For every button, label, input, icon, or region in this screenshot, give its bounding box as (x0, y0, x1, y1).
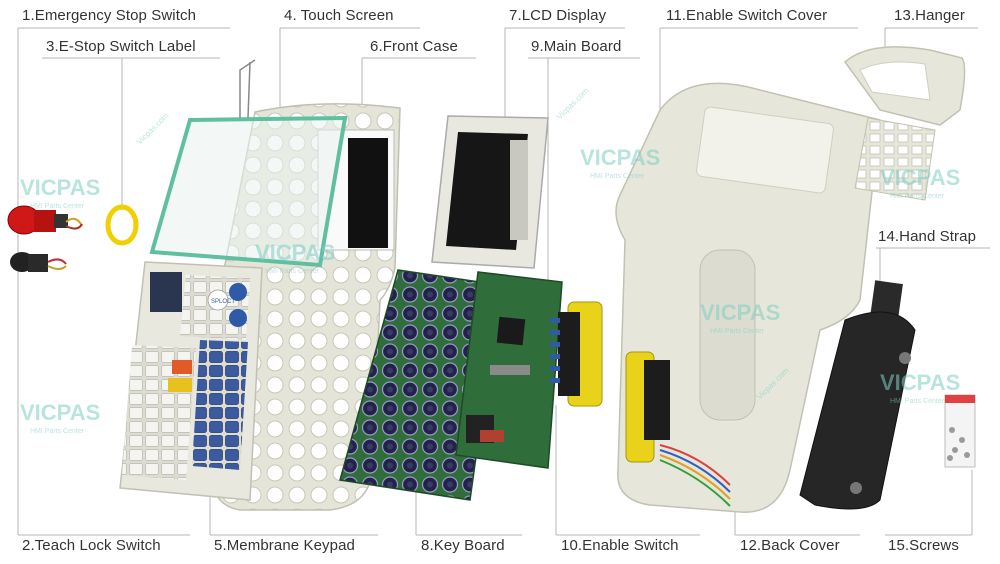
watermark-brand-4: VICPAS (700, 300, 780, 325)
label-hanger: 13.Hanger (894, 7, 965, 24)
hanger-part (843, 46, 966, 201)
hand-strap-part (799, 280, 916, 510)
watermark-sub-4: HMI Parts Center (710, 328, 765, 335)
watermark-brand-1: VICPAS (20, 175, 100, 200)
membrane-keypad-part: SPLOCT (119, 261, 263, 501)
watermark-site-1: Vicpas.com (135, 111, 171, 147)
watermark-brand-6: VICPAS (20, 400, 100, 425)
label-estop-switch-label: 3.E-Stop Switch Label (46, 38, 196, 55)
watermark-brand-3: VICPAS (580, 145, 660, 170)
label-front-case: 6.Front Case (370, 38, 458, 55)
watermark-sub-3: HMI Parts Center (590, 173, 645, 180)
watermark-site-2: Vicpas.com (555, 86, 591, 122)
screws-part (944, 394, 976, 468)
lcd-display-part (431, 115, 549, 269)
watermark-sub-2: HMI Parts Center (265, 268, 320, 275)
watermark-sub-6: HMI Parts Center (30, 428, 85, 435)
label-hand-strap: 14.Hand Strap (878, 228, 977, 245)
watermark-sub-1: HMI Parts Center (30, 203, 85, 210)
back-cover-part (615, 82, 881, 513)
label-enable-switch-cover: 11.Enable Switch Cover (666, 7, 828, 24)
watermark-brand-7: VICPAS (880, 370, 960, 395)
label-lcd-display: 7.LCD Display (509, 7, 607, 24)
label-main-board: 9.Main Board (531, 38, 622, 55)
label-membrane-keypad: 5.Membrane Keypad (214, 537, 355, 554)
enable-switch-cover-part (625, 351, 731, 507)
label-key-board: 8.Key Board (421, 537, 505, 554)
watermark-sub-7: HMI Parts Center (890, 398, 945, 405)
touch-screen-part (149, 59, 348, 268)
label-enable-switch: 10.Enable Switch (561, 537, 679, 554)
watermark-brand-5: VICPAS (880, 165, 960, 190)
label-emergency-stop-switch: 1.Emergency Stop Switch (22, 7, 197, 24)
enable-switch-part (550, 301, 603, 407)
keypad-logo-text: SPLOCT (211, 299, 235, 305)
teach-lock-switch-part (10, 252, 67, 272)
label-screws: 15.Screws (888, 537, 959, 554)
label-teach-lock-switch: 2.Teach Lock Switch (22, 537, 161, 554)
watermark-brand-2: VICPAS (255, 240, 335, 265)
label-back-cover: 12.Back Cover (740, 537, 840, 554)
label-touch-screen: 4. Touch Screen (284, 7, 394, 24)
estop-switch-label-part (105, 204, 139, 246)
watermark-sub-5: HMI Parts Center (890, 193, 945, 200)
main-board-part (455, 271, 563, 469)
emergency-stop-switch-part (7, 205, 83, 235)
